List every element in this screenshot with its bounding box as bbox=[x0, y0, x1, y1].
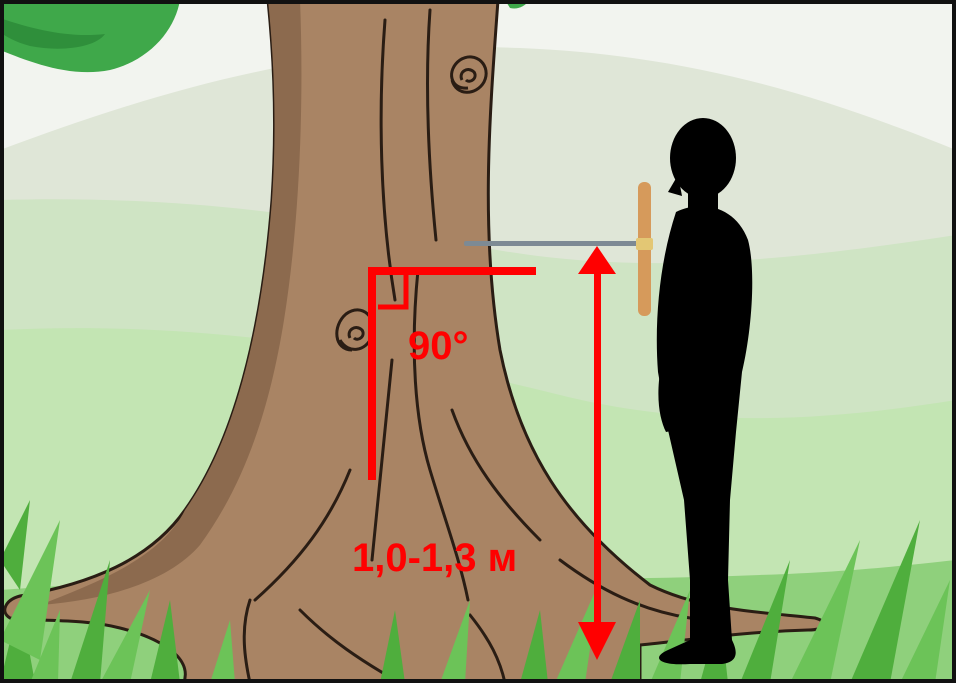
angle-label: 90° bbox=[408, 326, 469, 366]
borer-collar bbox=[636, 238, 653, 250]
height-range-label: 1,0-1,3 м bbox=[352, 538, 517, 578]
borer-shaft bbox=[464, 241, 642, 246]
